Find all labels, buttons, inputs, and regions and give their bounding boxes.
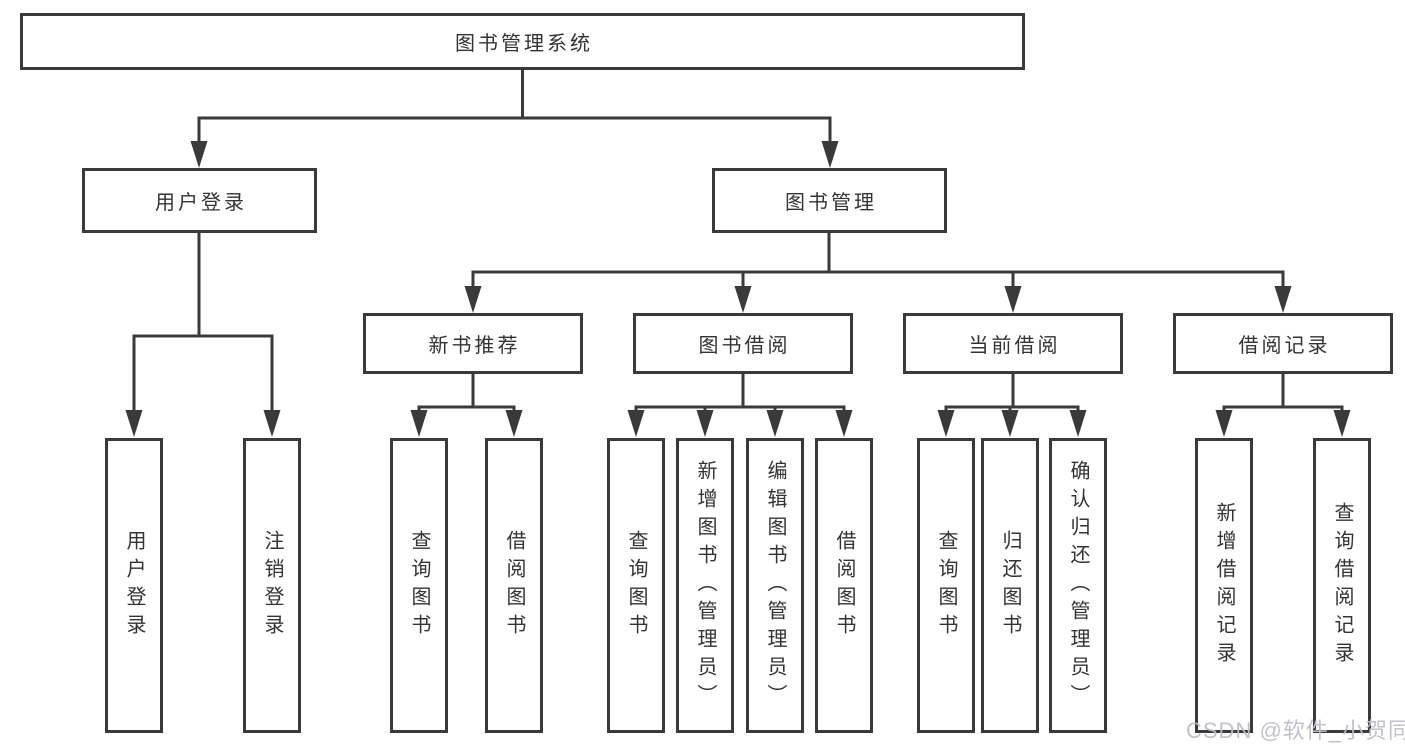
node-label: 新增图书（管理员） — [694, 459, 716, 712]
connector-segments — [132, 70, 1344, 430]
leaf-borrow-books: 借阅图书 — [815, 438, 873, 733]
node-label: 确认归还（管理员） — [1067, 459, 1089, 712]
node-borrow-records: 借阅记录 — [1173, 313, 1393, 374]
leaf-borrow-query-books: 查询图书 — [607, 438, 665, 733]
node-label: 编辑图书（管理员） — [764, 459, 786, 712]
arrowheads — [125, 141, 1351, 437]
node-label: 图书管理 — [785, 192, 877, 214]
leaf-recommend-query-books: 查询图书 — [390, 438, 448, 733]
node-label: 用户登录 — [155, 192, 247, 214]
node-current-borrow: 当前借阅 — [903, 313, 1123, 374]
node-label: 查询图书 — [625, 529, 647, 642]
node-book-management: 图书管理 — [712, 168, 947, 233]
leaf-current-query-books: 查询图书 — [917, 438, 975, 733]
node-label: 查询图书 — [935, 529, 957, 642]
node-user-login: 用户登录 — [82, 168, 317, 233]
node-label: 归还图书 — [999, 529, 1021, 642]
leaf-query-borrow-record: 查询借阅记录 — [1313, 438, 1371, 733]
leaf-confirm-return-admin: 确认归还（管理员） — [1049, 438, 1107, 733]
node-label: 新增借阅记录 — [1213, 501, 1235, 670]
leaf-add-books-admin: 新增图书（管理员） — [676, 438, 734, 733]
node-label: 查询借阅记录 — [1331, 501, 1353, 670]
leaf-recommend-borrow-books: 借阅图书 — [485, 438, 543, 733]
leaf-edit-books-admin: 编辑图书（管理员） — [746, 438, 804, 733]
node-label: 查询图书 — [408, 529, 430, 642]
node-new-book-recommend: 新书推荐 — [363, 313, 583, 374]
node-label: 图书借阅 — [698, 335, 791, 357]
leaf-add-borrow-record: 新增借阅记录 — [1195, 438, 1253, 733]
leaf-user-login: 用户登录 — [105, 438, 163, 733]
node-label: 借阅图书 — [503, 529, 525, 642]
leaf-logout: 注销登录 — [243, 438, 301, 733]
node-label: 新书推荐 — [428, 335, 521, 357]
node-book-borrow: 图书借阅 — [633, 313, 853, 374]
node-label: 注销登录 — [261, 529, 283, 642]
leaf-return-books: 归还图书 — [981, 438, 1039, 733]
node-library-management-system: 图书管理系统 — [20, 13, 1025, 70]
node-label: 当前借阅 — [968, 335, 1061, 357]
node-label: 借阅记录 — [1238, 335, 1331, 357]
node-label: 借阅图书 — [833, 529, 855, 642]
node-label: 图书管理系统 — [455, 33, 593, 55]
node-label: 用户登录 — [123, 529, 145, 642]
